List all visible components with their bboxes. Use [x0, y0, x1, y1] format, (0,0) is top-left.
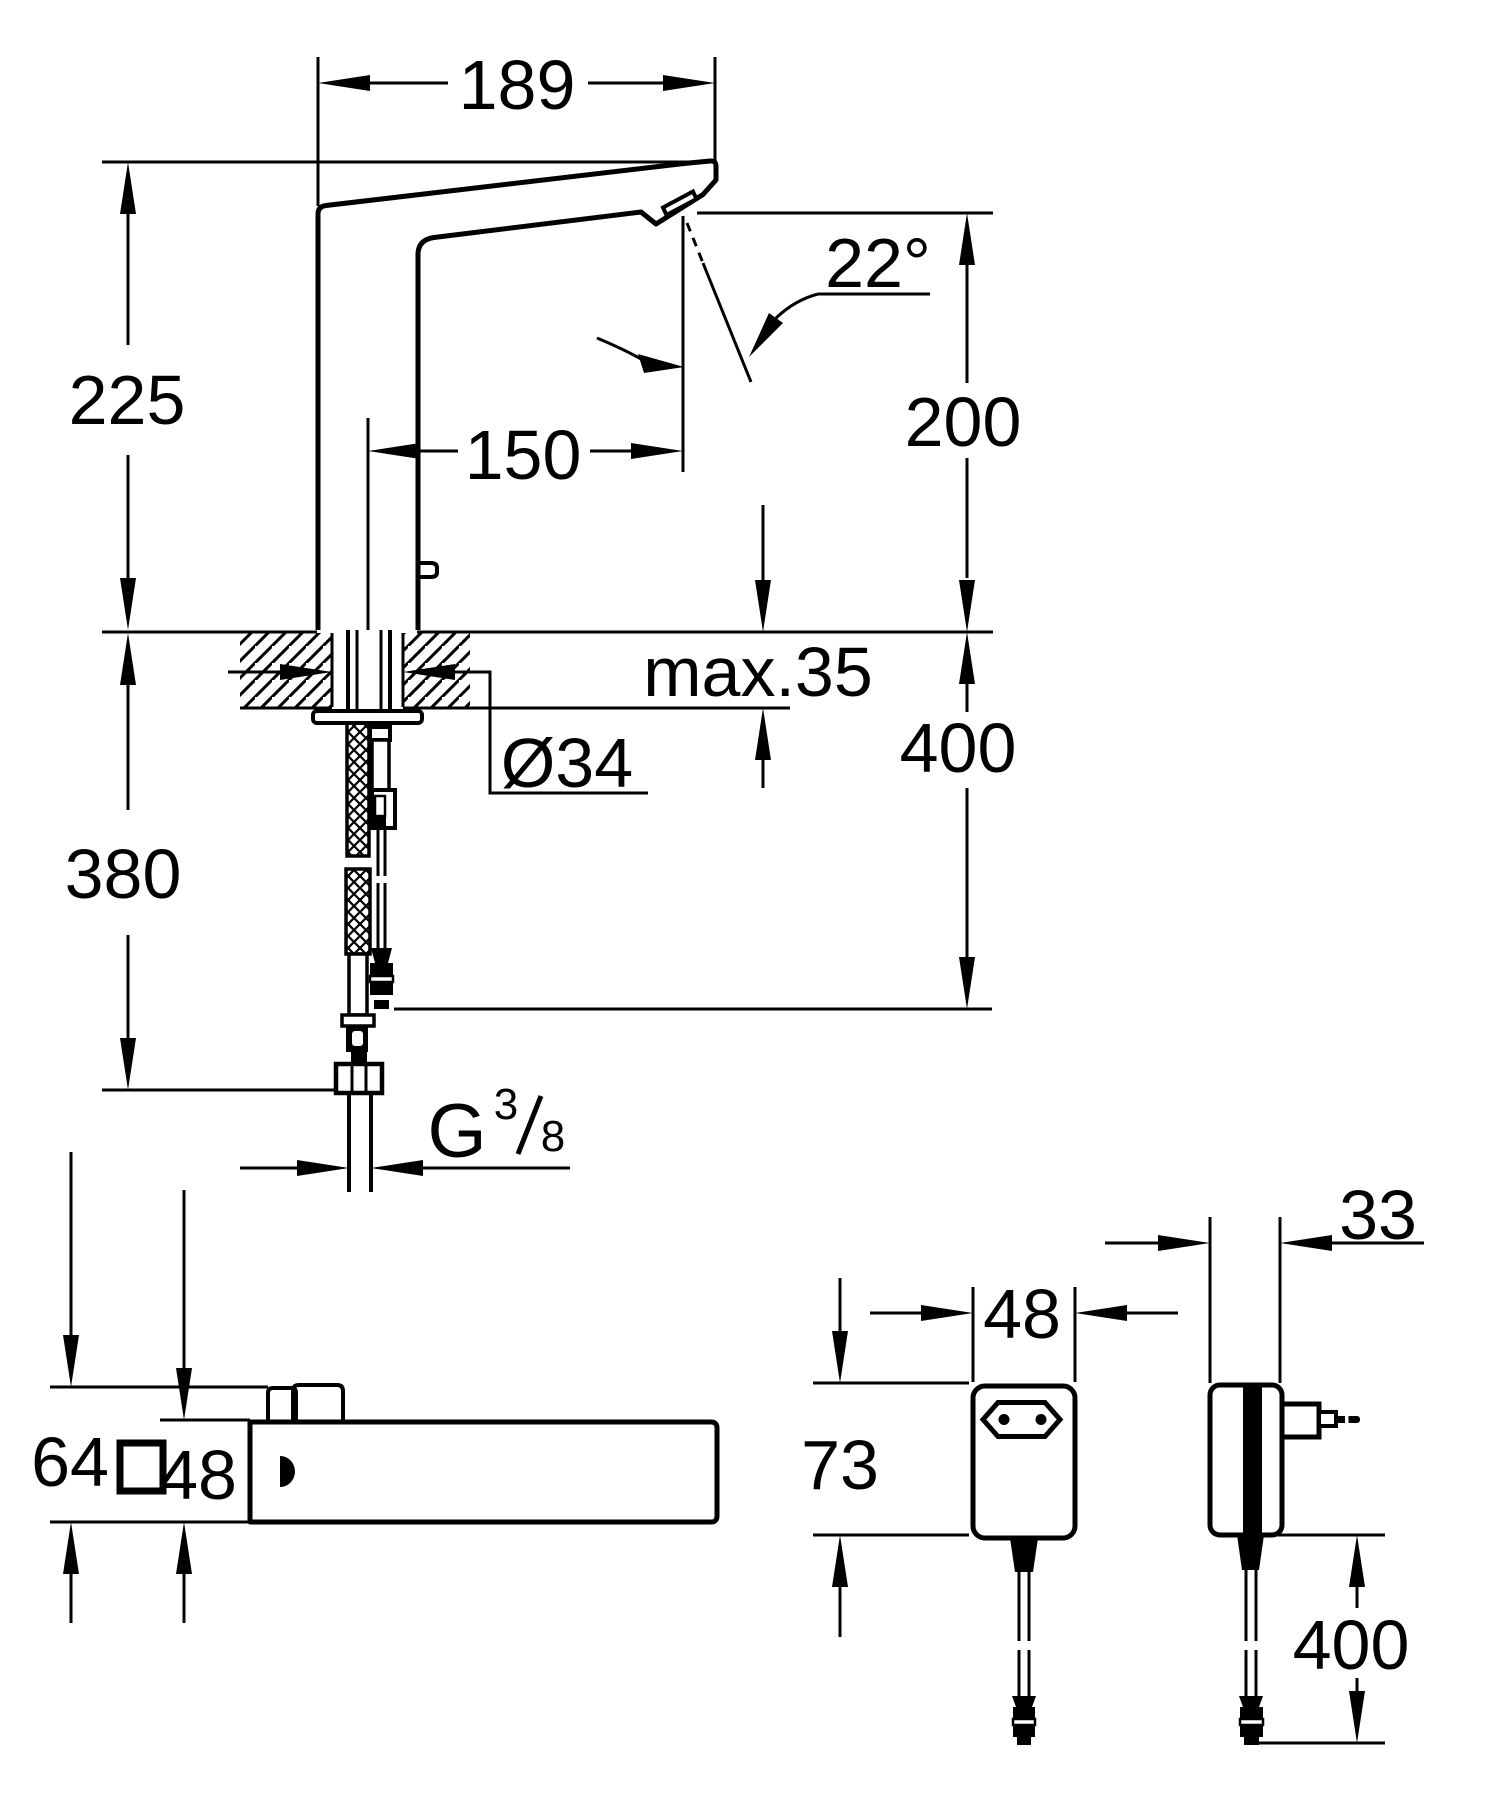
thread-g: G: [427, 1089, 486, 1174]
plug-prong-notch: [1345, 1414, 1349, 1425]
socket-pin-right: [1035, 1414, 1047, 1425]
mounting-hole-edges: [330, 633, 405, 707]
dim-angle-22: 22°: [749, 224, 931, 357]
adapter-side-stripe: [1243, 1387, 1262, 1533]
max35-label: max.35: [643, 633, 873, 711]
flow-arrow-curve: [596, 336, 647, 364]
shank-outer: [346, 630, 392, 711]
hose-fitting-neck: [351, 1052, 367, 1064]
topview-64-label: 64: [31, 1423, 109, 1501]
dim-48-topview: 48: [50, 1190, 250, 1623]
mounting-flange: [311, 709, 424, 725]
sensor-cable: [368, 725, 397, 1009]
cable-plug-band1: [370, 963, 393, 976]
braided-hose-lower: [344, 867, 372, 956]
cable-plug-tip: [374, 1000, 389, 1009]
front-plug-taper: [1012, 1696, 1036, 1707]
angle-line-dashed: [685, 222, 705, 264]
thread-num: 3: [494, 1080, 518, 1129]
cable-housing-base: [374, 817, 386, 828]
front-plug-band1: [1013, 1707, 1035, 1719]
topview-48-label: 48: [159, 1436, 237, 1514]
braided-hose-upper: [345, 721, 371, 858]
dim-400-side: 400: [1258, 1533, 1410, 1745]
thread-tube: [347, 1093, 373, 1192]
front-strain-relief: [1010, 1538, 1038, 1572]
cable-plug-taper: [371, 948, 392, 963]
front-plug-band2: [1013, 1725, 1035, 1737]
topview-sensor-mark: [280, 1456, 296, 1487]
dim-73-front: 73: [801, 1278, 969, 1637]
hose-smooth-section: [347, 952, 369, 1017]
side-33-label: 33: [1339, 1176, 1417, 1254]
hole-dia-label: Ø34: [501, 724, 633, 802]
cable-wires-upper: [376, 828, 387, 876]
dim-hole-dia: Ø34: [228, 664, 648, 802]
angle-line: [701, 262, 753, 383]
thread-den: 8: [541, 1112, 565, 1161]
cable-wires-lower: [376, 883, 387, 948]
front-48-label: 48: [983, 1275, 1061, 1353]
side-400-label: 400: [1293, 1606, 1410, 1684]
dim-225: 225: [69, 162, 186, 630]
hose-fitting-slot: [352, 1031, 363, 1046]
sensor-tab: [416, 561, 439, 579]
side-plug-tip: [1244, 1737, 1259, 1745]
shank-inner: [355, 630, 383, 711]
dim-200-label: 200: [905, 383, 1022, 461]
dim-thread-g38: G 3 8: [240, 1080, 570, 1176]
angle-label: 22°: [825, 224, 931, 302]
dim-150: 150: [368, 416, 683, 494]
side-plug-band1: [1240, 1707, 1263, 1719]
dim-400-label: 400: [900, 709, 1017, 787]
topview-body: [247, 1419, 720, 1525]
side-strain-relief: [1237, 1535, 1264, 1570]
cable-top-block: [368, 725, 392, 742]
front-plug-tip: [1017, 1737, 1031, 1745]
dim-48-front: 48: [870, 1275, 1178, 1382]
plug-support: [1279, 1401, 1322, 1440]
flow-arrowhead: [638, 354, 684, 373]
faucet-outline: [315, 158, 719, 630]
hex-nut-facets: [350, 1064, 368, 1093]
faucet-top-view: 64 48: [31, 1152, 720, 1623]
supply-hose: [333, 721, 385, 1192]
side-cable: [1244, 1570, 1258, 1696]
dim-189: 189: [316, 46, 717, 206]
side-plug-gap: [1238, 1717, 1265, 1727]
topview-spout-block-b: [291, 1383, 345, 1422]
aerator-slot: [660, 188, 700, 218]
cable-housing-slot: [373, 794, 387, 818]
dim-150-label: 150: [465, 416, 582, 494]
cable-tube: [370, 738, 391, 792]
dim-33-side: 33: [1105, 1176, 1424, 1383]
dim-200: 200: [905, 213, 1022, 632]
adapter-front-view: 48 73: [801, 1275, 1178, 1745]
dim-189-label: 189: [459, 46, 576, 124]
front-plug-gap: [1011, 1717, 1037, 1727]
plug-prong-base: [1317, 1410, 1338, 1428]
dim-400-main: 400: [394, 632, 1017, 1011]
dim-64: 64: [31, 1152, 268, 1623]
front-cable: [1017, 1572, 1031, 1696]
dim-max35: max.35: [643, 505, 873, 788]
front-73-label: 73: [801, 1426, 879, 1504]
square-section-symbol: [116, 1439, 167, 1495]
fraction-slash: [515, 1095, 544, 1155]
cable-plug-band2: [370, 982, 393, 995]
euro-socket-outline: [979, 1400, 1064, 1439]
side-plug-taper: [1239, 1696, 1263, 1707]
cable-plug-gap1: [368, 974, 395, 984]
socket-pin-left: [998, 1414, 1010, 1425]
dim-380: 380: [65, 633, 336, 1092]
dim-380-label: 380: [65, 835, 182, 913]
dim-225-label: 225: [69, 361, 186, 439]
topview-spout-block-a: [266, 1386, 298, 1422]
hose-collar: [340, 1013, 376, 1028]
side-plug-band2: [1240, 1725, 1263, 1737]
adapter-side-view: 33 400: [1105, 1176, 1424, 1745]
hex-nut: [333, 1061, 385, 1096]
